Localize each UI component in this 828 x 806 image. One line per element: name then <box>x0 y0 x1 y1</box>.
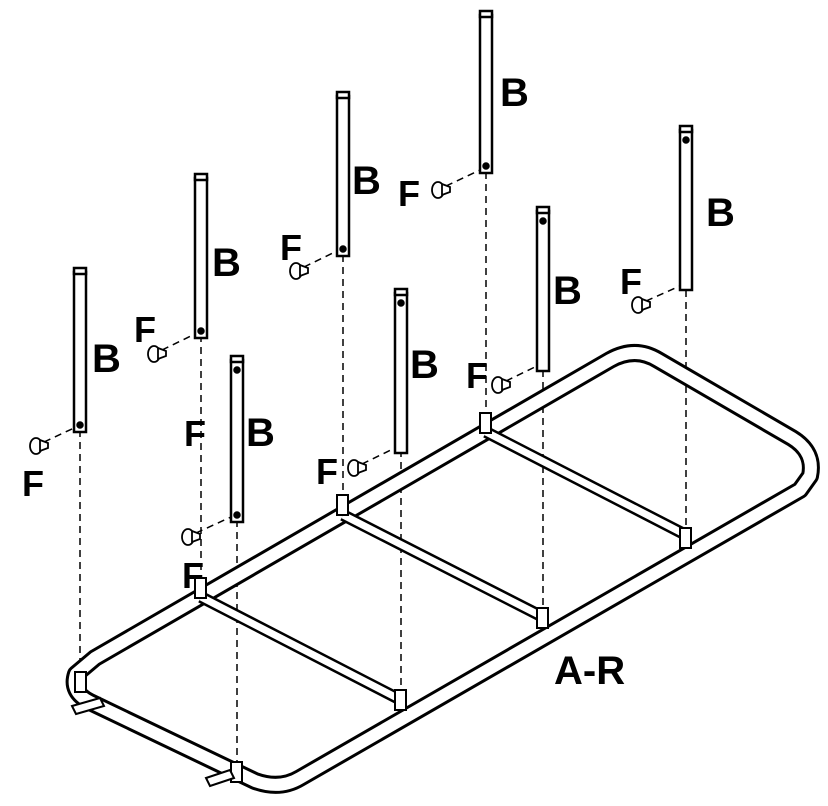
label-f: F <box>134 309 156 350</box>
label-f: F <box>280 227 302 268</box>
label-f: F <box>22 463 44 504</box>
label-f: F <box>182 555 204 596</box>
fastener-f <box>147 333 196 363</box>
fastener-f <box>431 169 481 199</box>
base-frame <box>65 344 820 794</box>
label-b: B <box>246 411 275 455</box>
fastener-f <box>181 516 232 546</box>
fastener-f <box>631 285 681 314</box>
post-b <box>478 9 494 175</box>
label-f: F <box>398 173 420 214</box>
post-b <box>535 205 551 373</box>
label-b: B <box>706 191 735 235</box>
label-b: B <box>352 159 381 203</box>
fastener-f <box>491 365 538 394</box>
socket <box>74 412 692 783</box>
fastener-f <box>289 250 338 280</box>
labels: B B B B B B B B F F F F F F F F F A-R <box>22 71 735 693</box>
label-b: B <box>553 269 582 313</box>
post-b <box>678 124 694 292</box>
post-b <box>229 354 245 524</box>
label-b: B <box>500 71 529 115</box>
post-b <box>393 287 409 455</box>
post-b <box>335 90 351 258</box>
label-b: B <box>410 343 439 387</box>
label-f: F <box>184 413 206 454</box>
label-f: F <box>316 451 338 492</box>
post-b <box>72 266 88 434</box>
fastener-f <box>347 447 396 477</box>
fasteners <box>29 169 681 546</box>
label-b: B <box>212 241 241 285</box>
alignment-guides <box>79 172 687 770</box>
label-b: B <box>92 337 121 381</box>
label-f: F <box>466 355 488 396</box>
posts <box>72 9 694 524</box>
post-b <box>193 172 209 340</box>
fastener-f <box>29 427 75 455</box>
label-frame: A-R <box>554 649 625 693</box>
label-f: F <box>620 261 642 302</box>
